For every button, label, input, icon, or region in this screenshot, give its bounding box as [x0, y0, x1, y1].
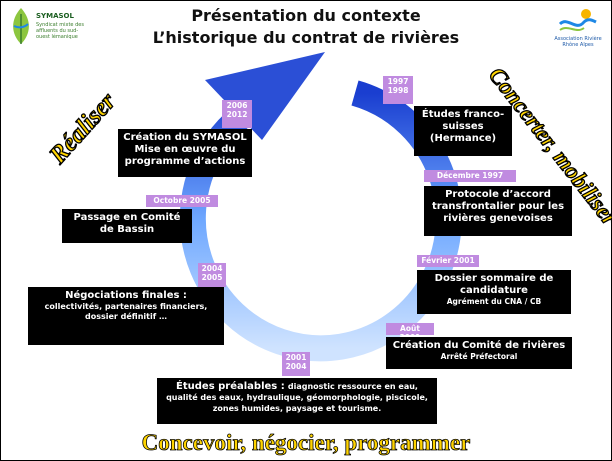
tag-2006-2012: 2006 2012	[222, 100, 252, 128]
event-creation-comite: Création du Comité de rivières Arrêté Pr…	[386, 337, 572, 369]
tag-octobre-2005: Octobre 2005	[146, 195, 218, 207]
event-dossier-sommaire: Dossier sommaire de candidature Agrément…	[417, 270, 571, 314]
event-title: Protocole d’accord transfrontalier pour …	[431, 189, 565, 224]
symasol-leaf-icon	[13, 8, 29, 44]
event-detail: Agrément du CNA / CB	[446, 297, 542, 306]
event-title: Dossier sommaire de candidature	[434, 273, 554, 296]
event-etudes-franco-suisses: Études franco-suisses (Hermance)	[414, 106, 512, 156]
tag-decembre-1997: Décembre 1997	[424, 170, 516, 182]
symasol-logo-name: SYMASOL	[36, 12, 74, 20]
tag-2004-2005: 2004 2005	[198, 263, 226, 287]
symasol-logo: SYMASOL Syndicat mixte des affluents du …	[4, 4, 94, 54]
event-title: Études préalables :	[176, 381, 285, 392]
event-etudes-prealables: Études préalables : diagnostic ressource…	[157, 378, 437, 424]
event-title: Création du Comité de rivières	[392, 340, 566, 351]
tag-1997-1998: 1997 1998	[383, 76, 413, 104]
slide-title-line1: Présentation du contexte	[191, 6, 421, 25]
event-detail: collectivités, partenaires financiers, d…	[44, 302, 208, 321]
phase-concevoir: Concevoir, négocier, programmer	[142, 430, 471, 455]
phase-realiser: Réaliser	[44, 88, 122, 170]
riviere-rhone-alpes-logo: Association Rivière Rhône Alpes	[548, 4, 608, 54]
event-comite-bassin: Passage en Comité de Bassin	[62, 209, 192, 243]
tag-aout-2001: Août 2001	[386, 323, 434, 342]
symasol-logo-subtitle: Syndicat mixte des affluents du sud-oues…	[36, 22, 84, 40]
event-negociations-finales: Négociations finales : collectivités, pa…	[28, 287, 224, 345]
tag-2001-2004: 2001 2004	[282, 352, 310, 376]
riviere-rhone-alpes-name: Association Rivière Rhône Alpes	[554, 36, 602, 48]
event-detail: diagnostic ressource en eau, qualité des…	[166, 382, 428, 413]
event-creation-symasol: Création du SYMASOL Mise en œuvre du pro…	[118, 129, 252, 177]
cycle-arrow-head	[205, 52, 325, 140]
slide-title-line2: L’historique du contrat de rivières	[152, 28, 460, 47]
event-protocole-accord: Protocole d’accord transfrontalier pour …	[424, 186, 572, 236]
event-title: Passage en Comité de Bassin	[73, 212, 181, 235]
event-title: Études franco-suisses (Hermance)	[421, 109, 505, 144]
tag-fevrier-2001: Février 2001	[417, 255, 479, 267]
event-title: Négociations finales :	[65, 290, 187, 301]
event-detail: Arrêté Préfectoral	[440, 352, 518, 361]
event-title: Création du SYMASOL Mise en œuvre du pro…	[123, 132, 247, 167]
river-wave-icon	[558, 9, 597, 31]
